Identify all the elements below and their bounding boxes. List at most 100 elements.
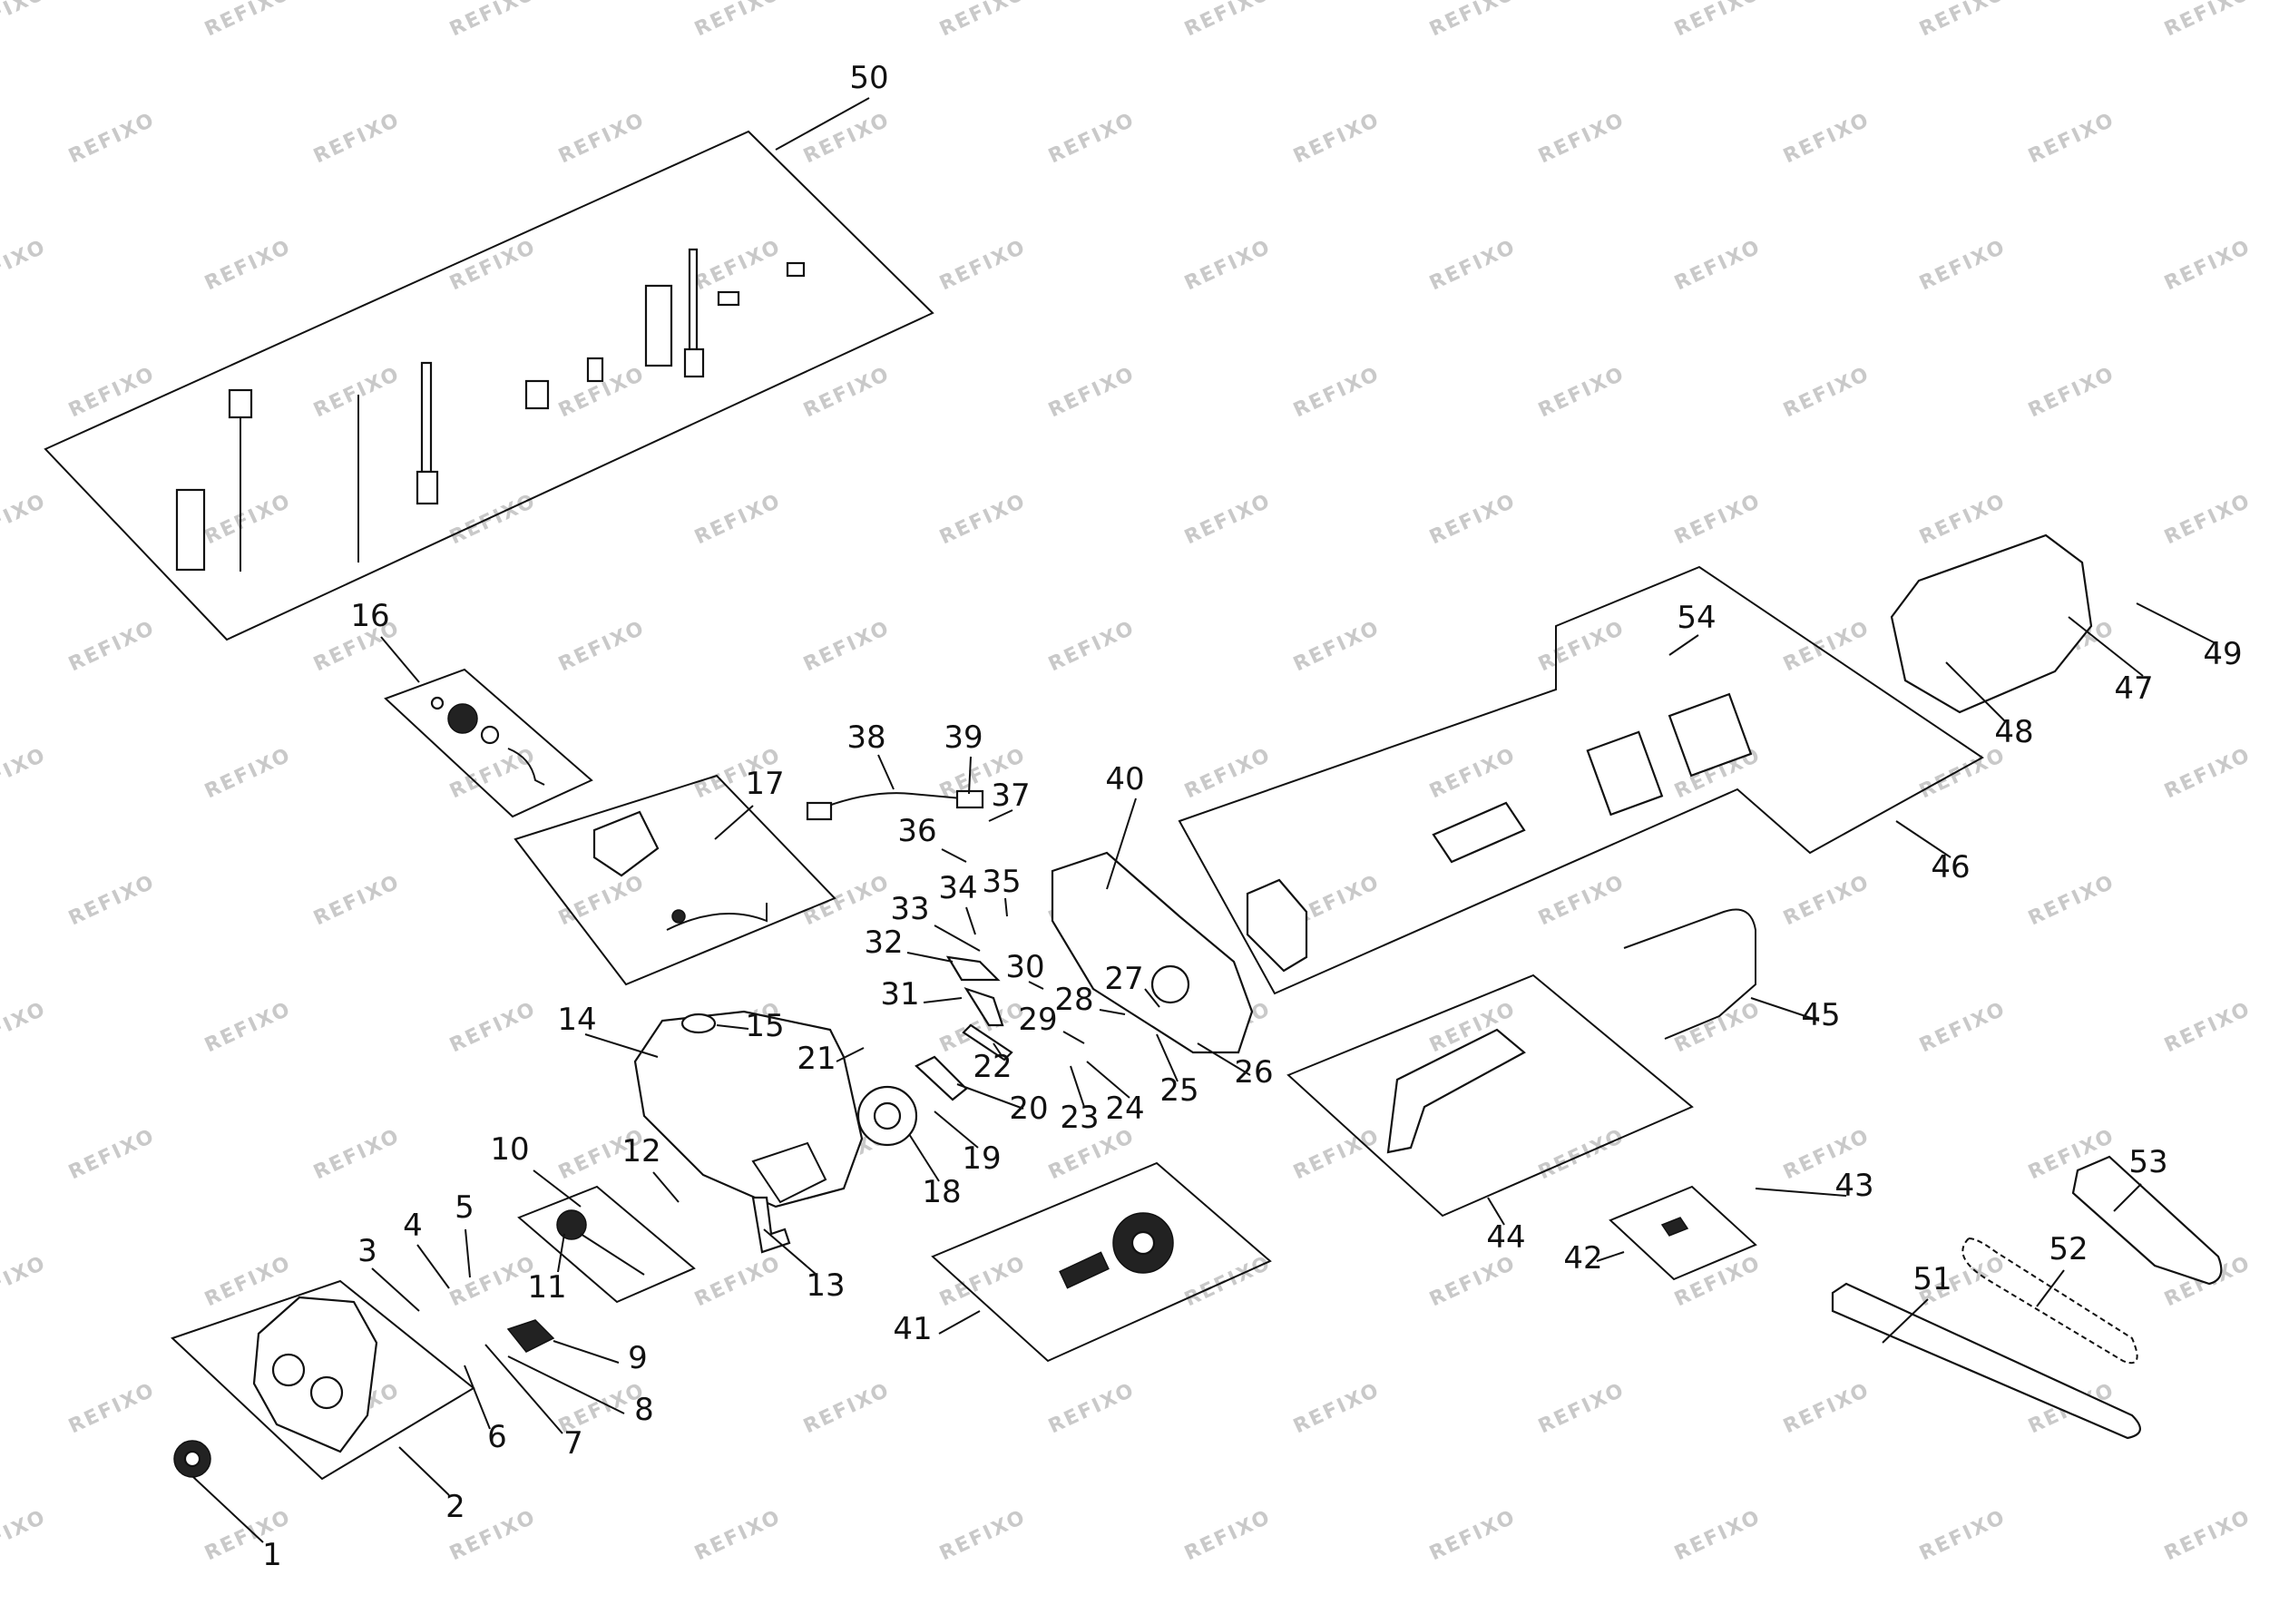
leader-40 <box>1106 797 1137 890</box>
leader-30 <box>1028 981 1044 990</box>
callout-27: 27 <box>1104 961 1143 997</box>
watermark-46: REFIXO <box>1916 490 2010 550</box>
leader-24 <box>1086 1061 1130 1099</box>
terminal-d <box>524 379 550 410</box>
label-card <box>175 488 206 572</box>
lever-20 <box>915 1055 968 1101</box>
watermark-37: REFIXO <box>2025 363 2118 423</box>
callout-49: 49 <box>2203 636 2242 672</box>
callout-45: 45 <box>1801 997 1840 1033</box>
plug-38 <box>806 801 833 821</box>
frame-17 <box>514 774 836 986</box>
leader-45 <box>1750 997 1820 1022</box>
clip-a <box>717 290 740 307</box>
watermark-109: REFIXO <box>1045 1379 1139 1439</box>
callout-7: 7 <box>563 1425 583 1462</box>
leader-lines <box>192 97 2215 1543</box>
callout-28: 28 <box>1054 982 1093 1018</box>
callout-42: 42 <box>1563 1240 1602 1277</box>
ring-16 <box>480 725 500 745</box>
watermark-67: REFIXO <box>65 871 159 931</box>
watermark-77: REFIXO <box>201 998 295 1058</box>
watermark-119: REFIXO <box>1181 1506 1275 1566</box>
watermark-3: REFIXO <box>691 0 785 41</box>
callout-24: 24 <box>1105 1091 1144 1127</box>
leader-27 <box>1144 988 1160 1008</box>
frame-41 <box>931 1161 1272 1363</box>
armature <box>1432 801 1526 864</box>
watermark-39: REFIXO <box>201 490 295 550</box>
leader-43 <box>1755 1188 1847 1197</box>
wire-e <box>688 248 699 351</box>
callout-14: 14 <box>557 1002 596 1038</box>
watermark-22: REFIXO <box>691 236 785 296</box>
watermark-15: REFIXO <box>1290 109 1384 169</box>
leader-16 <box>380 636 420 683</box>
callout-39: 39 <box>944 719 983 756</box>
leader-18 <box>908 1133 940 1182</box>
leader-23 <box>1070 1065 1085 1108</box>
watermark-83: REFIXO <box>1671 998 1765 1058</box>
watermark-100: REFIXO <box>1181 1252 1275 1312</box>
watermark-36: REFIXO <box>1780 363 1873 423</box>
housing-right-bore <box>1150 964 1190 1004</box>
watermark-108: REFIXO <box>800 1379 894 1439</box>
leader-22 <box>993 1042 1002 1055</box>
callout-4: 4 <box>403 1208 423 1244</box>
watermark-42: REFIXO <box>936 490 1030 550</box>
watermark-97: REFIXO <box>446 1252 540 1312</box>
callout-13: 13 <box>806 1267 845 1304</box>
watermark-43: REFIXO <box>1181 490 1275 550</box>
callout-10: 10 <box>490 1131 529 1168</box>
side-cover <box>252 1296 378 1453</box>
housing-right <box>1051 851 1254 1054</box>
guide-bar <box>1831 1282 2141 1440</box>
leader-1 <box>192 1476 264 1543</box>
watermark-105: REFIXO <box>65 1379 159 1439</box>
callout-19: 19 <box>962 1140 1001 1177</box>
callout-37: 37 <box>991 778 1030 814</box>
motor-housing <box>1890 533 2093 714</box>
callout-47: 47 <box>2114 670 2153 707</box>
nut-1-inner <box>183 1450 201 1468</box>
leader-50 <box>775 97 870 151</box>
watermark-24: REFIXO <box>1181 236 1275 296</box>
callout-41: 41 <box>893 1311 932 1347</box>
watermark-1: REFIXO <box>201 0 295 41</box>
leader-35 <box>1004 897 1008 917</box>
leader-42 <box>1596 1251 1625 1262</box>
callout-5: 5 <box>455 1189 474 1226</box>
leader-44 <box>1487 1197 1505 1226</box>
callout-53: 53 <box>2128 1144 2167 1180</box>
frame-44 <box>1286 973 1694 1218</box>
seal-17 <box>671 909 686 924</box>
watermark-45: REFIXO <box>1671 490 1765 550</box>
callout-54: 54 <box>1677 600 1716 636</box>
sprocket-11 <box>556 1209 587 1240</box>
leader-51 <box>1882 1298 1929 1344</box>
watermark-70: REFIXO <box>800 871 894 931</box>
frame-10 <box>517 1185 696 1304</box>
leader-4 <box>416 1244 450 1289</box>
housing-left <box>633 1010 864 1208</box>
bracket-18-inner <box>873 1101 902 1130</box>
switch-42 <box>1660 1217 1689 1237</box>
callout-17: 17 <box>745 766 784 802</box>
leader-8 <box>507 1355 625 1414</box>
leader-36 <box>941 848 967 863</box>
watermark-51: REFIXO <box>800 617 894 677</box>
leader-41 <box>938 1310 981 1335</box>
watermark-26: REFIXO <box>1671 236 1765 296</box>
watermark-85: REFIXO <box>2161 998 2255 1058</box>
watermark-74: REFIXO <box>1780 871 1873 931</box>
watermark-2: REFIXO <box>446 0 540 41</box>
group-frames <box>44 130 1984 1481</box>
watermark-28: REFIXO <box>2161 236 2255 296</box>
watermark-122: REFIXO <box>1916 1506 2010 1566</box>
watermark-112: REFIXO <box>1780 1379 1873 1439</box>
watermark-63: REFIXO <box>1426 744 1520 804</box>
leader-29 <box>1062 1031 1085 1044</box>
watermark-34: REFIXO <box>1290 363 1384 423</box>
watermark-44: REFIXO <box>1426 490 1520 550</box>
